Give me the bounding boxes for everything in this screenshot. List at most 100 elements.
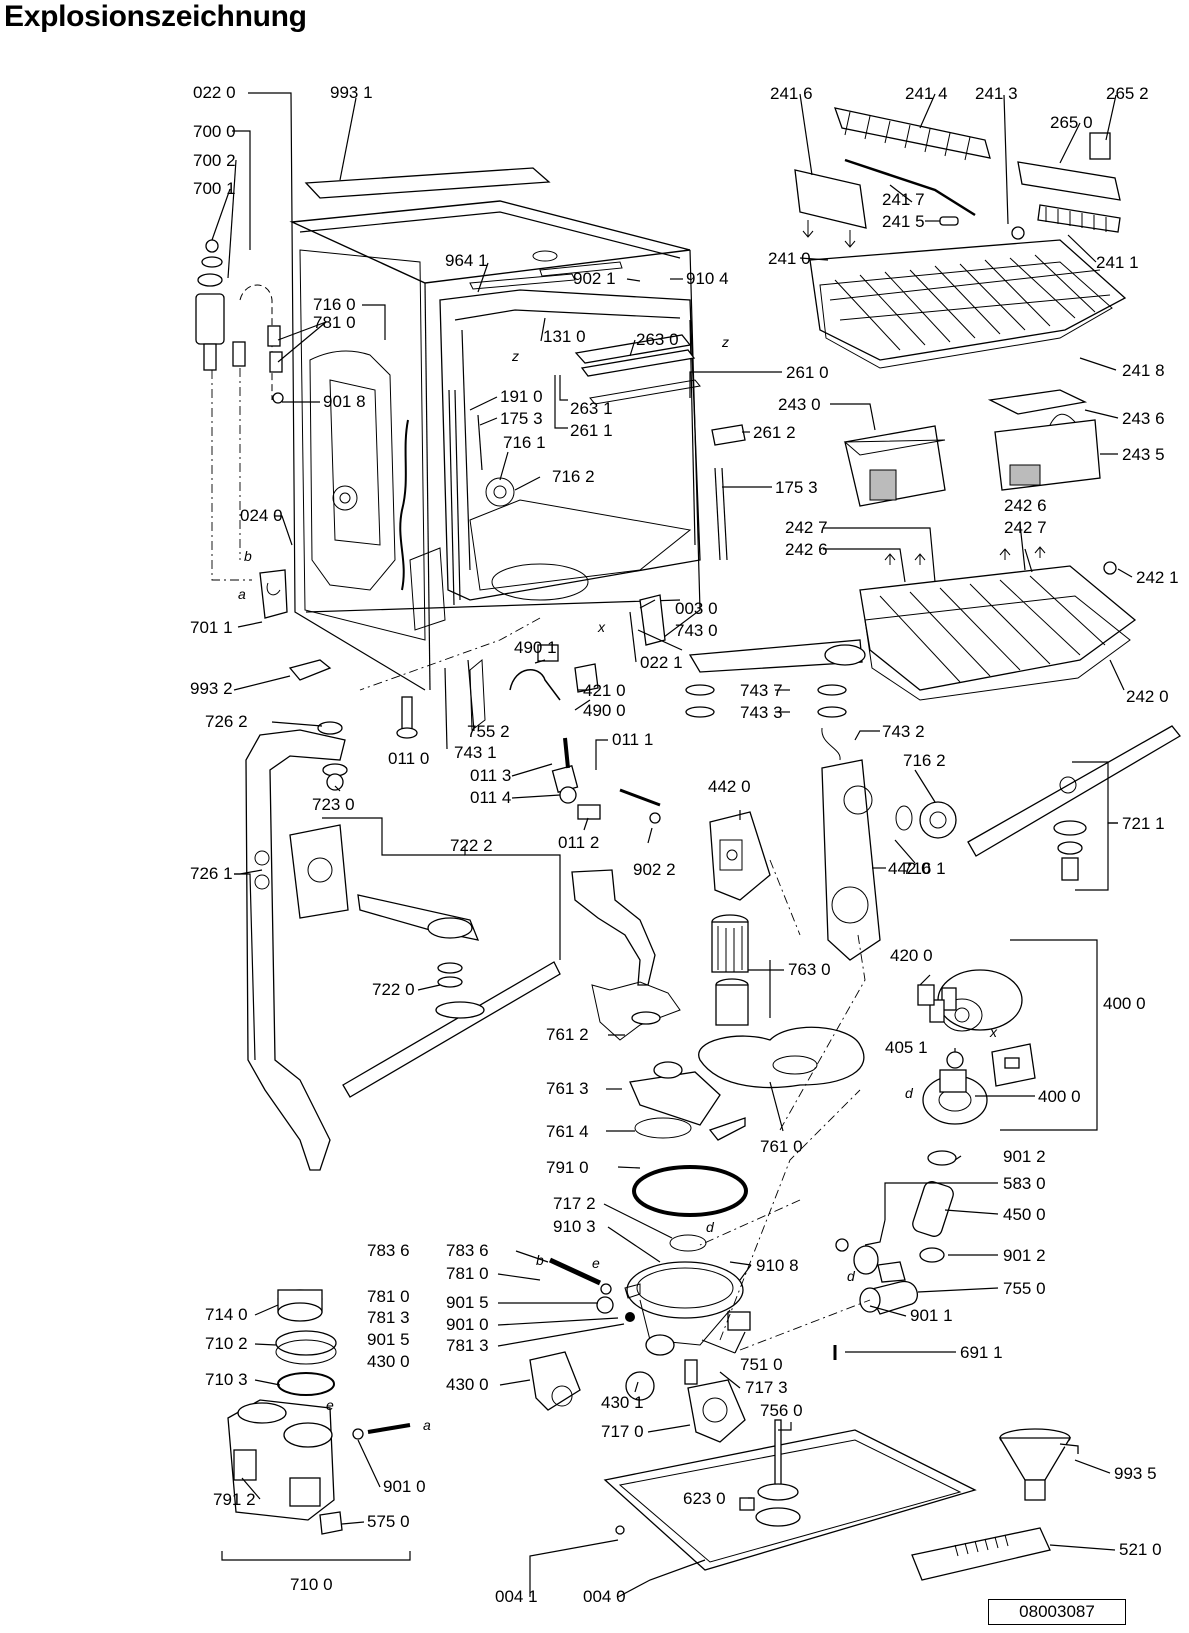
mark-a-1: a bbox=[238, 586, 246, 602]
label-583-0: 583 0 bbox=[1003, 1174, 1046, 1193]
label-710-0: 710 0 bbox=[290, 1575, 333, 1594]
label-901-2-b: 901 2 bbox=[1003, 1246, 1046, 1265]
label-265-2: 265 2 bbox=[1106, 84, 1149, 103]
mark-e-2: e bbox=[326, 1397, 334, 1413]
label-710-3: 710 3 bbox=[205, 1370, 248, 1389]
label-400-0-b: 400 0 bbox=[1038, 1087, 1081, 1106]
label-700-2: 700 2 bbox=[193, 151, 236, 170]
document-number: 08003087 bbox=[988, 1599, 1126, 1625]
label-022-1: 022 1 bbox=[640, 653, 683, 672]
label-743-7: 743 7 bbox=[740, 681, 783, 700]
label-024-0: 024 0 bbox=[240, 506, 283, 525]
misc-small-parts bbox=[288, 644, 661, 824]
label-755-2: 755 2 bbox=[467, 722, 510, 741]
label-261-2: 261 2 bbox=[753, 423, 796, 442]
label-430-0-b: 430 0 bbox=[446, 1375, 489, 1394]
part-labels: 022 0 993 1 700 0 700 2 700 1 716 0 781 … bbox=[190, 83, 1179, 1606]
feed-tube-726 bbox=[245, 721, 349, 1171]
water-channel bbox=[571, 869, 681, 1041]
label-421-0: 421 0 bbox=[583, 681, 626, 700]
label-420-0: 420 0 bbox=[890, 946, 933, 965]
label-131-0: 131 0 bbox=[543, 327, 586, 346]
label-700-1: 700 1 bbox=[193, 179, 236, 198]
label-242-6-a: 242 6 bbox=[1004, 496, 1047, 515]
label-011-1: 011 1 bbox=[612, 730, 653, 749]
cabinet-frame bbox=[289, 167, 746, 731]
label-751-0: 751 0 bbox=[740, 1355, 783, 1374]
label-901-2-a: 901 2 bbox=[1003, 1147, 1046, 1166]
label-781-0-b: 781 0 bbox=[446, 1264, 489, 1283]
label-781-3-a: 781 3 bbox=[367, 1308, 410, 1327]
label-243-5: 243 5 bbox=[1122, 445, 1165, 464]
label-763-0: 763 0 bbox=[788, 960, 831, 979]
label-781-3-b: 781 3 bbox=[446, 1336, 489, 1355]
label-011-0: 011 0 bbox=[388, 749, 429, 768]
label-242-6-b: 242 6 bbox=[785, 540, 828, 559]
mark-x-1: x bbox=[597, 619, 606, 635]
label-242-0: 242 0 bbox=[1126, 687, 1169, 706]
label-242-1: 242 1 bbox=[1136, 568, 1179, 587]
mark-z-1: z bbox=[511, 348, 519, 364]
label-691-1: 691 1 bbox=[960, 1343, 1003, 1362]
inlet-parts bbox=[195, 239, 288, 619]
upper-basket bbox=[809, 239, 1127, 369]
leader-lines bbox=[211, 92, 1133, 1598]
base-plate bbox=[603, 1419, 977, 1571]
label-717-2: 717 2 bbox=[553, 1194, 596, 1213]
label-716-0: 716 0 bbox=[313, 295, 356, 314]
label-756-0: 756 0 bbox=[760, 1401, 803, 1420]
label-701-1: 701 1 bbox=[190, 618, 233, 637]
label-901-0-b: 901 0 bbox=[383, 1477, 426, 1496]
upper-spray-arm bbox=[685, 639, 866, 761]
sump bbox=[529, 1234, 751, 1443]
label-910-3: 910 3 bbox=[553, 1217, 596, 1236]
label-722-2: 722 2 bbox=[450, 836, 493, 855]
label-717-3: 717 3 bbox=[745, 1378, 788, 1397]
label-430-1: 430 1 bbox=[601, 1393, 644, 1412]
label-490-1: 490 1 bbox=[514, 638, 557, 657]
cutlery-baskets bbox=[843, 389, 1101, 507]
connection-lines bbox=[359, 617, 871, 1351]
label-781-0-a: 781 0 bbox=[313, 313, 356, 332]
label-723-0: 723 0 bbox=[312, 795, 355, 814]
label-003-0: 003 0 bbox=[675, 599, 718, 618]
label-743-1: 743 1 bbox=[454, 743, 497, 762]
label-241-6: 241 6 bbox=[770, 84, 813, 103]
label-242-7-a: 242 7 bbox=[785, 518, 828, 537]
label-726-2: 726 2 bbox=[205, 712, 248, 731]
label-964-1: 964 1 bbox=[445, 251, 488, 270]
label-430-0-a: 430 0 bbox=[367, 1352, 410, 1371]
label-241-4: 241 4 bbox=[905, 84, 948, 103]
hoses bbox=[833, 1150, 957, 1360]
heater-442 bbox=[709, 811, 771, 901]
label-910-4: 910 4 bbox=[686, 269, 729, 288]
label-241-3: 241 3 bbox=[975, 84, 1018, 103]
label-716-2-b: 716 2 bbox=[903, 751, 946, 770]
label-717-0: 717 0 bbox=[601, 1422, 644, 1441]
label-004-1: 004 1 bbox=[495, 1587, 538, 1606]
label-902-1: 902 1 bbox=[573, 269, 616, 288]
lower-spray-arm bbox=[342, 894, 561, 1098]
label-993-1: 993 1 bbox=[330, 83, 373, 102]
label-265-0: 265 0 bbox=[1050, 113, 1093, 132]
label-575-0: 575 0 bbox=[367, 1512, 410, 1531]
mark-a-2: a bbox=[423, 1417, 431, 1433]
label-450-0: 450 0 bbox=[1003, 1205, 1046, 1224]
mark-z-2: z bbox=[721, 334, 729, 350]
label-623-0: 623 0 bbox=[683, 1489, 726, 1508]
label-716-2-a: 716 2 bbox=[552, 467, 595, 486]
water-softener bbox=[227, 1289, 411, 1535]
label-263-0: 263 0 bbox=[636, 330, 679, 349]
label-761-3: 761 3 bbox=[546, 1079, 589, 1098]
label-743-2: 743 2 bbox=[882, 722, 925, 741]
label-710-2: 710 2 bbox=[205, 1334, 248, 1353]
label-241-7: 241 7 bbox=[882, 190, 925, 209]
label-901-5-b: 901 5 bbox=[446, 1293, 489, 1312]
mark-b-2: b bbox=[536, 1252, 544, 1268]
label-726-1: 726 1 bbox=[190, 864, 233, 883]
funnel bbox=[998, 1428, 1079, 1501]
label-901-5-a: 901 5 bbox=[367, 1330, 410, 1349]
page-title: Explosionszeichnung bbox=[4, 0, 307, 33]
label-241-1: 241 1 bbox=[1096, 253, 1139, 272]
label-761-0: 761 0 bbox=[760, 1137, 803, 1156]
